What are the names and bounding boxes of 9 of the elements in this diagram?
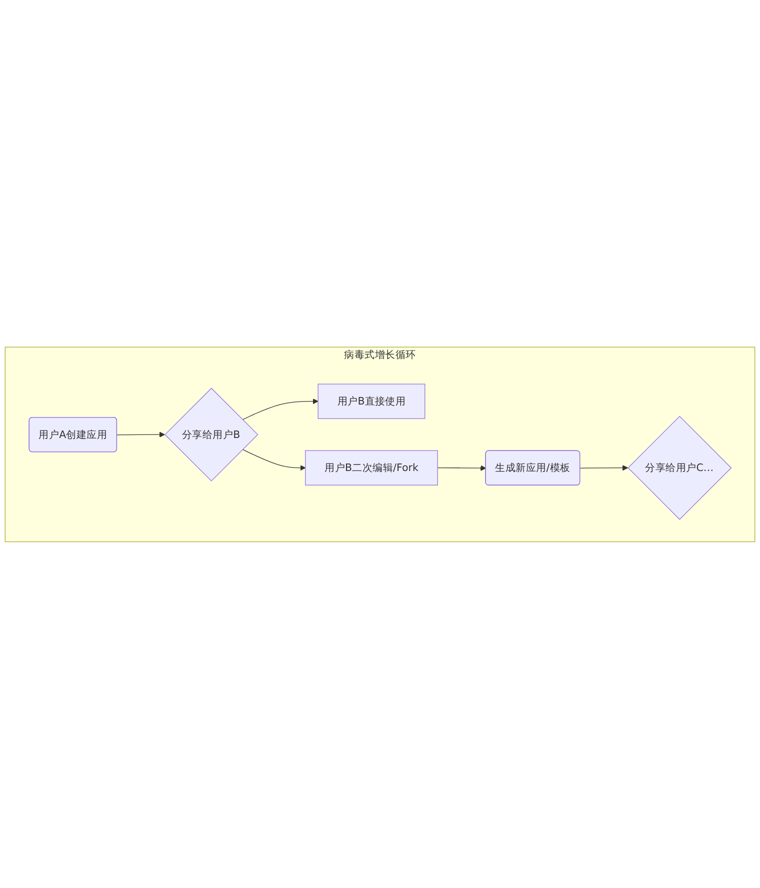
node-box: 用户B直接使用: [318, 383, 426, 418]
node-diamond: 分享给用户C…: [628, 415, 732, 520]
arrow: [580, 464, 628, 470]
arrow: [242, 448, 306, 470]
arrow: [242, 398, 318, 420]
node-box: 用户B二次编辑/Fork: [305, 450, 438, 485]
node-diamond: 分享给用户B: [164, 387, 258, 481]
arrow: [437, 464, 486, 470]
arrow: [116, 431, 165, 437]
